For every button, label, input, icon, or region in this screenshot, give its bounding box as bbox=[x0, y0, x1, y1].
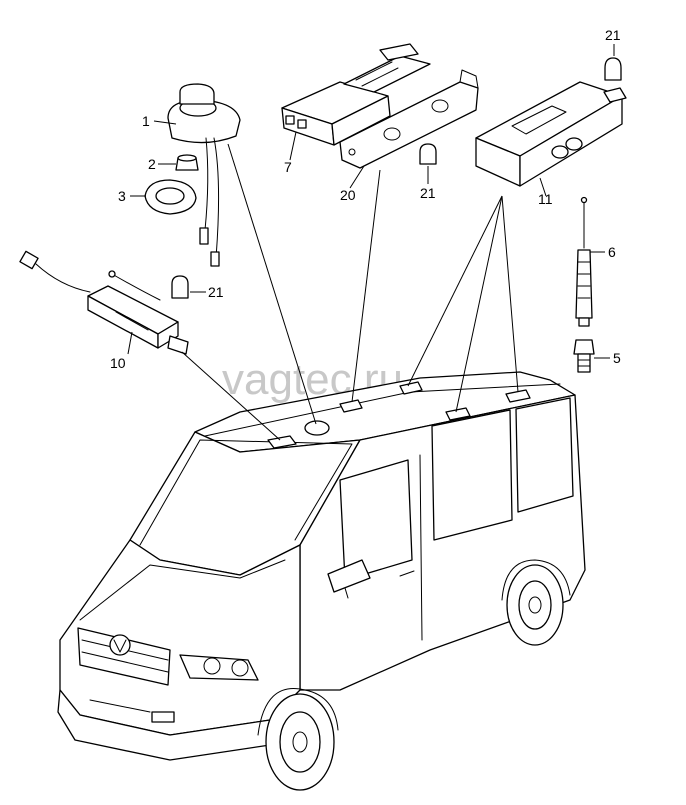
callout-1: 1 bbox=[142, 113, 150, 129]
amplifier-module-7-icon bbox=[281, 43, 431, 146]
roof-antenna-base-icon bbox=[167, 83, 241, 267]
vehicle-illustration bbox=[57, 371, 586, 791]
bracket-20-icon bbox=[339, 69, 479, 169]
roof-mount-markers bbox=[267, 381, 531, 449]
callout-5: 5 bbox=[613, 350, 621, 366]
callout-10: 10 bbox=[110, 355, 126, 371]
callout-3: 3 bbox=[118, 188, 126, 204]
nut-icon bbox=[175, 154, 199, 171]
leader-lines bbox=[127, 44, 615, 441]
callout-21-center: 21 bbox=[420, 185, 436, 201]
connector-5-icon bbox=[573, 339, 595, 373]
callout-11: 11 bbox=[538, 191, 553, 207]
callout-21-left: 21 bbox=[208, 284, 224, 300]
cap-nut-icon bbox=[171, 57, 622, 299]
callout-20: 20 bbox=[340, 187, 356, 203]
amplifier-10-icon bbox=[19, 250, 189, 355]
callout-6: 6 bbox=[608, 244, 616, 260]
seal-icon bbox=[144, 179, 197, 215]
callout-2: 2 bbox=[148, 156, 156, 172]
callout-21-top: 21 bbox=[605, 27, 621, 43]
callout-7: 7 bbox=[284, 159, 292, 175]
callout-labels: 1 2 3 7 20 21 21 11 6 5 21 10 bbox=[110, 27, 621, 371]
rod-antenna-6-icon bbox=[575, 196, 593, 327]
control-unit-11-icon bbox=[475, 81, 627, 187]
